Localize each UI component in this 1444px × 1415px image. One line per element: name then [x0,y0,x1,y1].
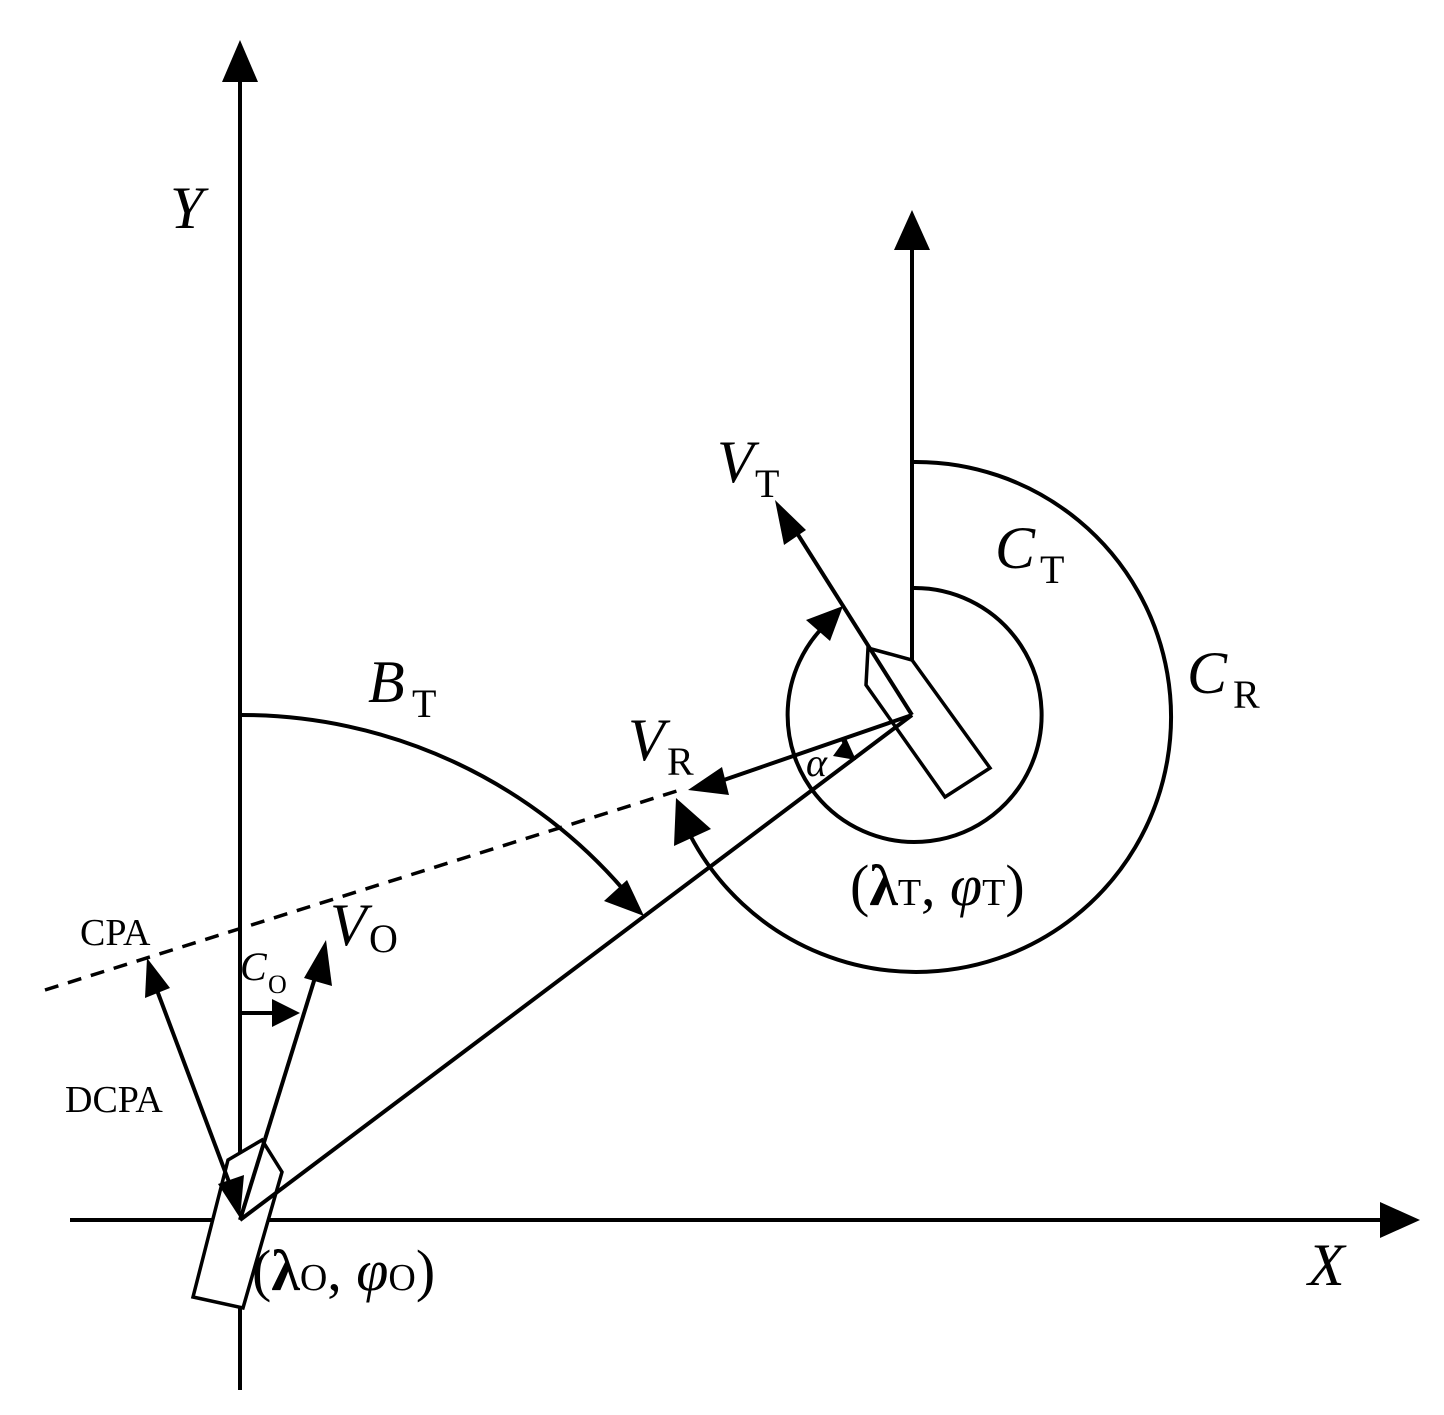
vr-label: V [628,707,671,773]
dcpa-top-arrowhead [145,958,170,998]
cr-label: C [1187,640,1228,706]
x-axis-arrowhead [1380,1202,1420,1238]
alpha-arrowhead [833,738,856,760]
bt-label-sub: T [412,681,436,726]
co-label: C [240,944,268,989]
relative-motion-line [44,788,681,992]
y-axis-arrowhead [222,40,258,82]
ct-label-sub: T [1040,547,1064,592]
vo-label-sub: O [369,916,398,961]
target-north-arrowhead [894,210,930,250]
ct-arrowhead [806,606,843,641]
cr-arrowhead [674,798,711,846]
alpha-arc [833,737,856,760]
vr-arrowhead [688,767,729,795]
own-velocity-arrow [238,940,332,1221]
dcpa-arrow [145,958,244,1218]
vo-arrowhead [304,940,332,986]
vt-arrowhead [775,500,806,545]
dcpa-bottom-arrowhead [218,1175,244,1218]
vt-label: V [717,429,760,495]
ct-label: C [995,515,1036,581]
own-coordinates: (λO, φO) [252,1238,435,1303]
co-arrowhead [272,999,300,1027]
bt-label: B [368,649,405,715]
relative-course-arc [674,459,1173,974]
target-ship [864,645,993,800]
relative-velocity-arrow [688,713,913,795]
vr-label-sub: R [667,739,694,784]
target-north-line [894,210,930,715]
dcpa-label: DCPA [65,1079,163,1121]
line-of-sight [238,713,914,1222]
co-label-sub: O [268,970,287,999]
bearing-arc [239,712,644,916]
y-axis-label: Y [170,175,209,241]
vt-label-sub: T [755,461,779,506]
cr-label-sub: R [1233,672,1260,717]
x-axis-label: X [1306,1232,1347,1298]
target-course-arc [785,585,1044,844]
alpha-label: α [806,740,828,785]
bt-arrowhead [604,880,644,916]
cpa-label: CPA [80,912,151,954]
target-coordinates: (λT, φT) [850,853,1025,918]
vo-label: V [330,892,373,958]
x-axis [70,1202,1420,1238]
target-velocity-arrow [775,500,914,717]
own-course-arrow [240,999,300,1027]
